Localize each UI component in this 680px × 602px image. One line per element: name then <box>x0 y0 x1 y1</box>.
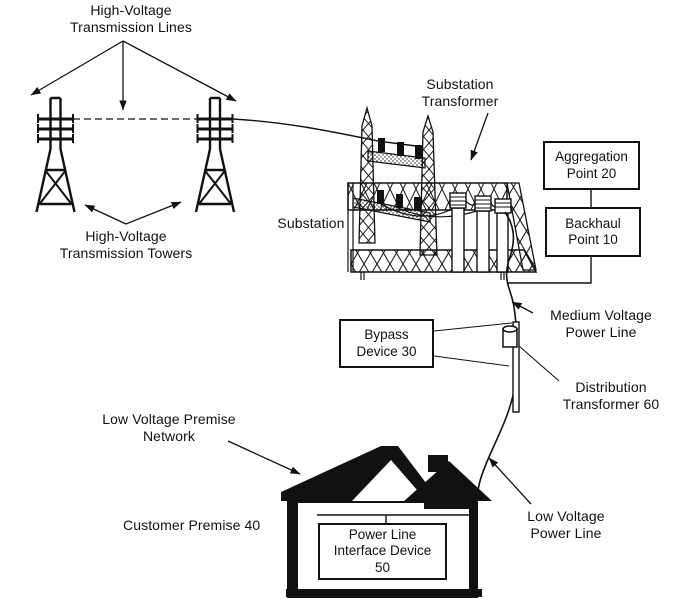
leader-bypass-device <box>433 322 513 367</box>
arrow-medium-voltage-line <box>511 301 534 314</box>
label-hv-transmission-lines: High-Voltage Transmission Lines <box>70 2 192 35</box>
high-voltage-line-to-substation <box>232 118 417 147</box>
box-power-line-interface-device: Power Line Interface Device 50 <box>318 523 447 580</box>
arrow-hv-towers-left <box>84 204 127 225</box>
substation-right-brace <box>506 182 537 271</box>
label-hv-transmission-towers: High-Voltage Transmission Towers <box>59 228 193 261</box>
box-backhaul-point: Backhaul Point 10 <box>545 207 641 257</box>
chimney <box>428 455 448 472</box>
substation-conductors <box>380 200 498 218</box>
house-right-wall <box>469 502 477 597</box>
annotation-arrows <box>30 40 560 505</box>
label-low-voltage-premise-network: Low Voltage Premise Network <box>102 411 236 444</box>
substation-lower-lattice <box>350 249 538 273</box>
label-substation-transformer: Substation Transformer <box>421 76 499 109</box>
label-customer-premise: Customer Premise 40 <box>123 517 261 533</box>
label-medium-voltage-power-line: Medium Voltage Power Line <box>550 307 652 340</box>
house-right-gable <box>404 461 492 501</box>
label-substation: Substation <box>277 215 345 231</box>
box-aggregation-point: Aggregation Point 20 <box>543 141 640 190</box>
transmission-tower-right <box>194 96 236 214</box>
house-right-eave <box>424 501 471 509</box>
box-bypass-device: Bypass Device 30 <box>339 319 434 368</box>
leader-distribution-transformer <box>518 345 560 382</box>
substation-insulators <box>377 138 422 211</box>
arrow-lv-premise-network <box>227 440 301 475</box>
premise-wiring-line <box>317 514 469 523</box>
arrow-hv-lines-left <box>30 40 124 96</box>
distribution-transformer-cylinder <box>502 325 518 348</box>
arrow-low-voltage-line <box>488 457 532 505</box>
label-distribution-transformer: Distribution Transformer 60 <box>562 379 660 412</box>
house-left-wall <box>288 502 298 597</box>
substation-frame-legs <box>347 183 505 280</box>
substation-drawing <box>347 105 538 280</box>
utility-pole <box>512 321 520 413</box>
power-line-mv-lv <box>477 211 517 498</box>
arrow-substation-transformer <box>470 112 489 161</box>
house-main-roof <box>281 446 426 501</box>
substation-mast-left <box>358 105 376 244</box>
arrow-hv-towers-right <box>125 201 182 225</box>
label-low-voltage-power-line: Low Voltage Power Line <box>527 508 605 541</box>
substation-gantry-lower <box>352 197 431 223</box>
house-floor <box>286 589 482 597</box>
substation-mast-right <box>419 113 438 256</box>
substation-gantry-upper <box>367 150 426 169</box>
backhaul-connector-lines <box>508 190 592 284</box>
substation-transformer-units <box>449 192 512 273</box>
arrow-hv-lines-right <box>122 40 237 102</box>
transmission-tower-left <box>35 96 76 214</box>
